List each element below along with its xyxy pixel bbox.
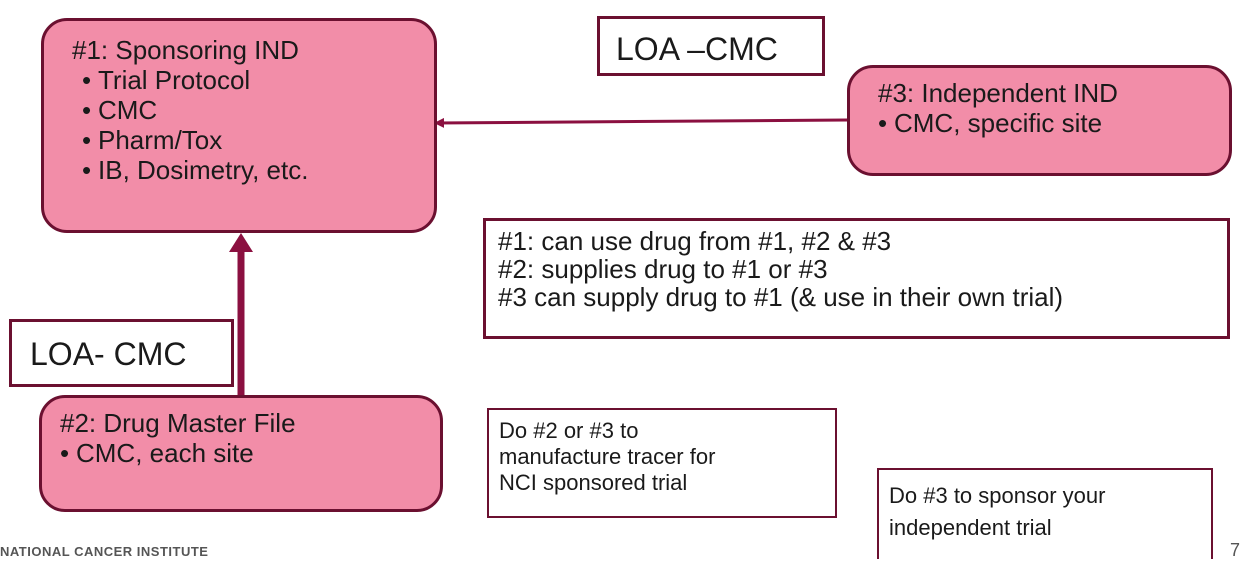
note-line: independent trial bbox=[889, 515, 1052, 540]
note-independent-trial: Do #3 to sponsor your independent trial bbox=[877, 468, 1213, 559]
box-independent-ind-title: #3: Independent IND bbox=[878, 78, 1118, 108]
rule-line: #1: can use drug from #1, #2 & #3 bbox=[498, 226, 892, 256]
box-sponsoring-ind-title: #1: Sponsoring IND bbox=[72, 35, 299, 65]
bullet-item: Pharm/Tox bbox=[72, 125, 434, 155]
bullet-item: CMC, specific site bbox=[868, 108, 1229, 138]
footer-logo-text: NATIONAL CANCER INSTITUTE bbox=[0, 544, 209, 559]
loa-cmc-left-text: LOA- CMC bbox=[30, 336, 187, 372]
bullet-item: IB, Dosimetry, etc. bbox=[72, 155, 434, 185]
box-drug-master-file: #2: Drug Master File CMC, each site bbox=[39, 395, 443, 512]
note-line: manufacture tracer for bbox=[499, 444, 716, 469]
box-independent-ind-list: CMC, specific site bbox=[868, 108, 1229, 138]
box-drug-master-file-list: CMC, each site bbox=[50, 438, 440, 468]
rule-line: #2: supplies drug to #1 or #3 bbox=[498, 254, 828, 284]
bullet-item: CMC, each site bbox=[50, 438, 440, 468]
arrow-box3-to-box1 bbox=[434, 117, 848, 128]
note-line: NCI sponsored trial bbox=[499, 470, 688, 495]
loa-cmc-left-label: LOA- CMC bbox=[9, 319, 234, 387]
note-line: Do #2 or #3 to bbox=[499, 418, 639, 443]
arrow-box2-to-box1-head bbox=[229, 233, 253, 252]
rule-line: #3 can supply drug to #1 (& use in their… bbox=[498, 282, 1064, 312]
bullet-item: CMC bbox=[72, 95, 434, 125]
box-sponsoring-ind: #1: Sponsoring IND Trial Protocol CMC Ph… bbox=[41, 18, 437, 233]
rules-box: #1: can use drug from #1, #2 & #3 #2: su… bbox=[483, 218, 1230, 339]
note-nci-trial: Do #2 or #3 to manufacture tracer for NC… bbox=[487, 408, 837, 518]
box-drug-master-file-title: #2: Drug Master File bbox=[60, 408, 296, 438]
loa-cmc-top-text: LOA –CMC bbox=[616, 31, 778, 67]
note-line: Do #3 to sponsor your bbox=[889, 483, 1106, 508]
box-independent-ind: #3: Independent IND CMC, specific site bbox=[847, 65, 1232, 176]
box-sponsoring-ind-list: Trial Protocol CMC Pharm/Tox IB, Dosimet… bbox=[72, 65, 434, 185]
bullet-item: Trial Protocol bbox=[72, 65, 434, 95]
page-number: 7 bbox=[1230, 540, 1241, 560]
loa-cmc-top-label: LOA –CMC bbox=[597, 16, 825, 76]
